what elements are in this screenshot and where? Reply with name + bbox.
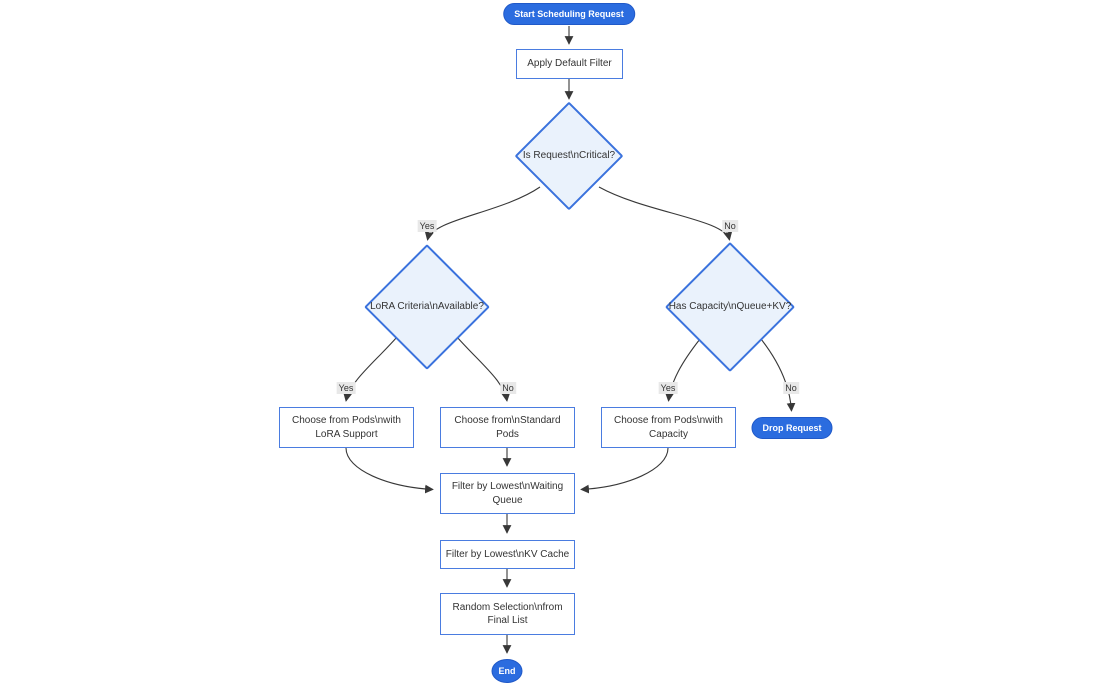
edge-lorapods-to-waiting bbox=[345, 447, 434, 494]
decision-has-capacity: Has Capacity\nQueue+KV? bbox=[664, 241, 796, 373]
edge-label-critical-no: No bbox=[722, 220, 738, 232]
node-choose-standard-pods: Choose from\nStandard Pods bbox=[440, 407, 575, 448]
node-start-label: Start Scheduling Request bbox=[514, 9, 624, 19]
node-random-selection: Random Selection\nfrom Final List bbox=[440, 593, 575, 635]
edge-capacity-yes bbox=[665, 338, 701, 402]
edge-label-lora-yes: Yes bbox=[336, 382, 356, 394]
decision-is-critical-label: Is Request\nCritical? bbox=[522, 150, 616, 162]
node-choose-standard-pods-label: Choose from\nStandard Pods bbox=[454, 415, 561, 440]
edge-lora-yes bbox=[343, 336, 398, 402]
node-choose-capacity-pods: Choose from Pods\nwith Capacity bbox=[601, 407, 736, 448]
node-choose-lora-pods-label: Choose from Pods\nwith LoRA Support bbox=[292, 415, 401, 440]
node-start: Start Scheduling Request bbox=[503, 3, 635, 26]
decision-lora-criteria-label: LoRA Criteria\nAvailable? bbox=[370, 301, 484, 313]
node-apply-default-filter: Apply Default Filter bbox=[516, 49, 623, 79]
node-end-label: End bbox=[498, 666, 516, 676]
node-drop-request-label: Drop Request bbox=[762, 423, 822, 433]
node-apply-default-filter-label: Apply Default Filter bbox=[527, 58, 612, 70]
edge-label-critical-yes: Yes bbox=[417, 220, 437, 232]
decision-is-critical: Is Request\nCritical? bbox=[514, 101, 624, 211]
edge-lora-no bbox=[456, 336, 511, 402]
edge-label-lora-no: No bbox=[500, 382, 516, 394]
node-random-selection-label: Random Selection\nfrom Final List bbox=[452, 601, 563, 627]
node-filter-kv-cache-label: Filter by Lowest\nKV Cache bbox=[445, 548, 570, 560]
decision-has-capacity-label: Has Capacity\nQueue+KV? bbox=[668, 301, 792, 313]
decision-lora-criteria: LoRA Criteria\nAvailable? bbox=[364, 244, 490, 370]
node-end: End bbox=[491, 659, 523, 684]
node-choose-lora-pods: Choose from Pods\nwith LoRA Support bbox=[279, 407, 414, 448]
node-filter-kv-cache: Filter by Lowest\nKV Cache bbox=[440, 540, 575, 569]
edge-critical-no bbox=[598, 186, 733, 241]
edge-capacitypods-to-waiting bbox=[580, 447, 669, 494]
node-choose-capacity-pods-label: Choose from Pods\nwith Capacity bbox=[614, 415, 723, 440]
edge-label-capacity-no: No bbox=[783, 382, 799, 394]
node-filter-waiting-queue-label: Filter by Lowest\nWaiting Queue bbox=[451, 481, 564, 506]
edge-label-capacity-yes: Yes bbox=[658, 382, 678, 394]
edge-critical-yes bbox=[424, 186, 541, 241]
node-filter-waiting-queue: Filter by Lowest\nWaiting Queue bbox=[440, 473, 575, 514]
node-drop-request: Drop Request bbox=[751, 417, 833, 440]
edge-capacity-no bbox=[760, 338, 796, 412]
